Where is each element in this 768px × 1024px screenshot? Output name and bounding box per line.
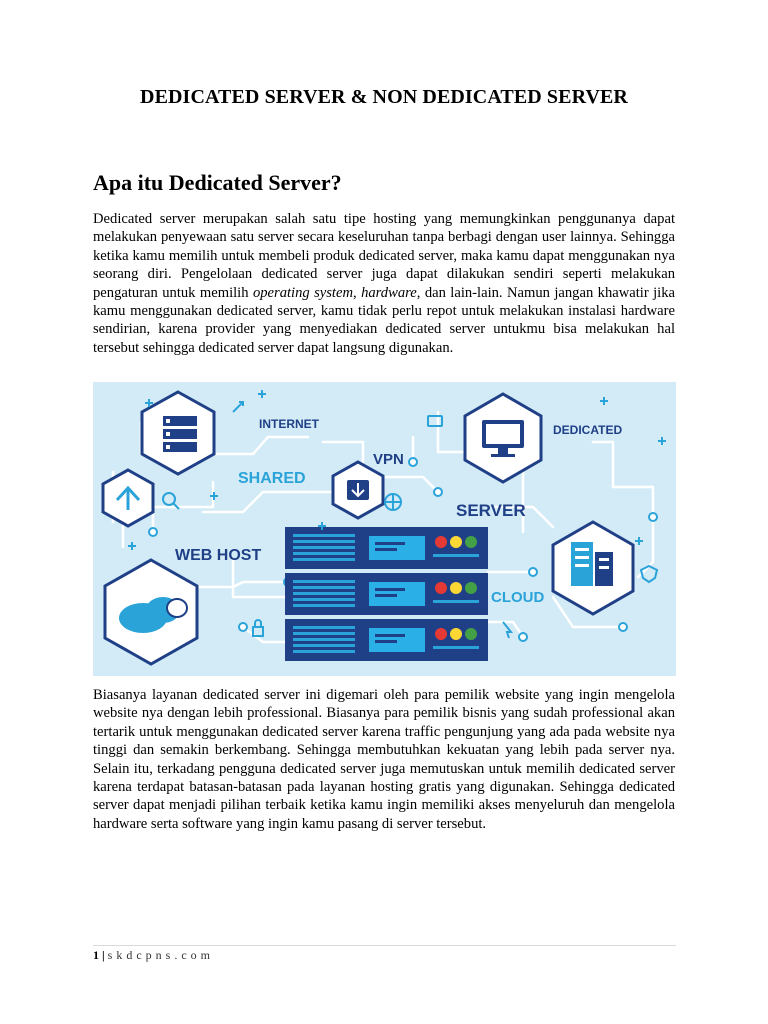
label-server: SERVER bbox=[456, 501, 526, 520]
network-lines bbox=[111, 410, 655, 644]
label-shared: SHARED bbox=[238, 470, 306, 487]
hex-share-icon bbox=[101, 468, 155, 528]
page-footer: 1 | skdcpns.com bbox=[93, 948, 214, 963]
hex-monitor-icon bbox=[463, 392, 543, 484]
hex-cloud-server-icon bbox=[551, 520, 635, 616]
footer-divider bbox=[93, 945, 676, 946]
document-title: DEDICATED SERVER & NON DEDICATED SERVER bbox=[140, 86, 628, 108]
label-cloud: CLOUD bbox=[491, 589, 544, 606]
hex-cloud-icon bbox=[103, 558, 199, 666]
paragraph-2-text: Biasanya layanan dedicated server ini di… bbox=[93, 687, 675, 832]
decorative-icons bbox=[162, 401, 659, 639]
paragraph-1-sep: , bbox=[353, 284, 362, 301]
label-vpn: VPN bbox=[373, 451, 404, 468]
label-internet: INTERNET bbox=[259, 417, 320, 431]
page-number: 1 bbox=[93, 948, 99, 962]
footer-separator: | bbox=[99, 948, 108, 962]
server-illustration: INTERNET VPN DEDICATED SHARED SERVER WEB… bbox=[93, 382, 676, 676]
paragraph-1-text-b: , dan lain-lain. Namun jangan khawatir j… bbox=[93, 284, 675, 356]
plus-icons bbox=[128, 390, 666, 550]
server-stack-icon bbox=[285, 527, 488, 661]
paragraph-2: Biasanya layanan dedicated server ini di… bbox=[93, 686, 675, 833]
hex-download-icon bbox=[331, 460, 385, 520]
paragraph-1-em-operating-system: operating system bbox=[252, 284, 354, 301]
paragraph-1-em-hardware: hardware bbox=[361, 284, 417, 301]
label-web-host: WEB HOST bbox=[175, 547, 261, 564]
hex-rack-icon bbox=[140, 390, 216, 476]
label-dedicated: DEDICATED bbox=[553, 423, 622, 437]
footer-site: skdcpns.com bbox=[107, 948, 214, 962]
paragraph-1-text-a: Dedicated server merupakan salah satu ti… bbox=[93, 211, 675, 301]
section-heading: Apa itu Dedicated Server? bbox=[93, 170, 342, 195]
paragraph-1: Dedicated server merupakan salah satu ti… bbox=[93, 210, 675, 357]
